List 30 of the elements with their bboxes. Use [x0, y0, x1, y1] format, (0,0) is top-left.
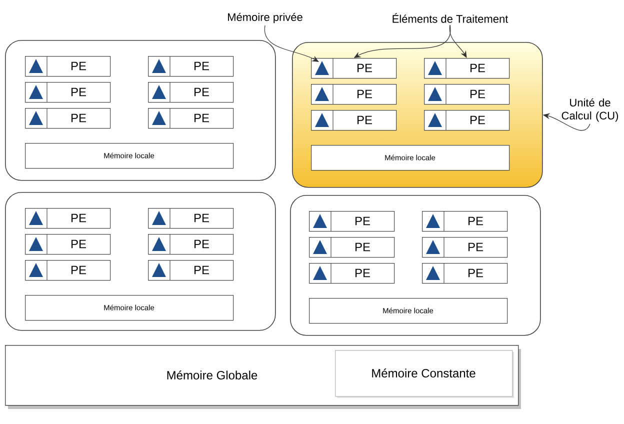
processing-element-box: PE [25, 208, 111, 229]
processing-element-box: PE [311, 58, 397, 79]
processing-element-box: PE [148, 234, 234, 255]
processing-element-box: PE [148, 56, 234, 77]
processing-element-box: PE [422, 236, 508, 258]
arrow [449, 24, 467, 58]
processing-element-box: PE [25, 260, 111, 281]
processing-element-box: PE [309, 236, 395, 258]
processing-element-box: PE [309, 210, 395, 232]
processing-element-box: PE [422, 210, 508, 232]
processing-element-box: PE [424, 110, 510, 131]
processing-element-box: PE [148, 82, 234, 103]
processing-element-box: PE [148, 208, 234, 229]
processing-element-box: PE [148, 260, 234, 281]
processing-element-box: PE [25, 234, 111, 255]
processing-element-box: PE [311, 84, 397, 105]
processing-element-box: PE [25, 108, 111, 129]
processing-element-box: PE [309, 262, 395, 284]
processing-element-box: PE [422, 262, 508, 284]
constant-memory-box: Mémoire Constante [335, 350, 513, 397]
arrow [264, 25, 319, 62]
processing-element-box: PE [424, 84, 510, 105]
processing-element-box: PE [311, 110, 397, 131]
processing-element-box: PE [148, 108, 234, 129]
annotation-label: Unité de Calcul (CU) [562, 98, 618, 122]
processing-element-box: PE [25, 56, 111, 77]
processing-element-box: PE [25, 82, 111, 103]
annotation-label: Éléments de Traitement [392, 13, 508, 23]
processing-element-box: PE [424, 58, 510, 79]
annotation-label: Mémoire privée [228, 12, 302, 24]
